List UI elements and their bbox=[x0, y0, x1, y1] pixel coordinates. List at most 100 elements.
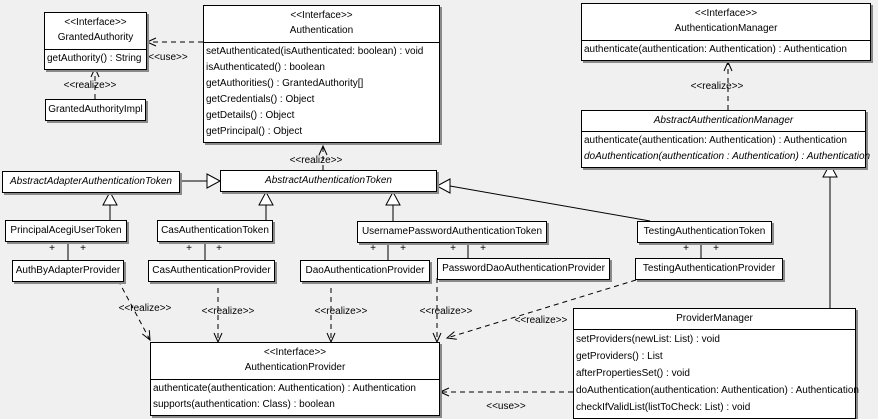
edge-label: <<realize>> bbox=[420, 306, 473, 317]
method-row: setProviders(newList: List) : void bbox=[576, 334, 720, 345]
association-plus: + bbox=[683, 243, 689, 254]
realize-edge-daoprovider[interactable]: <<realize>> bbox=[315, 279, 368, 344]
method-row: authenticate(authentication: Authenticat… bbox=[584, 135, 847, 146]
class-title: ProviderManager bbox=[574, 309, 855, 330]
class-title: TestingAuthenticationToken bbox=[638, 222, 771, 242]
association-usernamepasswordtoken-daoprovider[interactable]: + + bbox=[370, 240, 406, 260]
class-title: CasAuthenticationToken bbox=[158, 221, 272, 241]
class-authentication[interactable]: <<Interface>> Authentication setAuthenti… bbox=[203, 5, 440, 143]
class-name: CasAuthenticationToken bbox=[161, 225, 269, 236]
class-abstract-authentication-token[interactable]: AbstractAuthenticationToken bbox=[220, 170, 437, 192]
open-arrow-icon bbox=[213, 332, 223, 344]
edge-label: <<realize>> bbox=[315, 306, 368, 317]
hollow-triangle-icon bbox=[435, 178, 451, 194]
class-abstract-authentication-manager[interactable]: AbstractAuthenticationManager authentica… bbox=[581, 110, 871, 168]
method-row: getCredentials() : Object bbox=[206, 94, 315, 105]
realize-edge-abstractauthmanager-to-authmanager[interactable]: <<realize>> bbox=[691, 60, 744, 110]
class-username-password-authentication-token[interactable]: UsernamePasswordAuthenticationToken bbox=[357, 221, 547, 243]
class-granted-authority[interactable]: <<Interface>> GrantedAuthority getAuthor… bbox=[44, 12, 147, 70]
generalization-castoken[interactable] bbox=[258, 190, 274, 220]
open-arrow-icon bbox=[141, 330, 151, 342]
class-dao-authentication-provider[interactable]: DaoAuthenticationProvider bbox=[300, 260, 430, 282]
class-title: AuthByAdapterProvider bbox=[13, 261, 123, 281]
class-name: AbstractAdapterAuthenticationToken bbox=[10, 176, 172, 187]
class-title: <<Interface>> AuthenticationProvider bbox=[151, 343, 439, 380]
class-name: DaoAuthenticationProvider bbox=[305, 265, 425, 276]
association-plus: + bbox=[80, 243, 86, 254]
class-cas-authentication-provider[interactable]: CasAuthenticationProvider bbox=[148, 260, 275, 282]
method-row: getPrincipal() : Object bbox=[206, 126, 303, 137]
class-principal-acegi-user-token[interactable]: PrincipalAcegiUserToken bbox=[5, 220, 127, 242]
generalization-providermanager-to-abstractauthmanager[interactable] bbox=[822, 162, 838, 308]
edge-label: <<realize>> bbox=[515, 315, 568, 326]
method-row: authenticate(authentication: Authenticat… bbox=[584, 44, 847, 55]
open-arrow-icon bbox=[432, 332, 442, 344]
use-edge-authentication-to-grantedauthority[interactable]: <<use>> bbox=[145, 37, 203, 63]
methods-compartment: setAuthenticated(isAuthenticated: boolea… bbox=[204, 43, 439, 142]
class-name: CasAuthenticationProvider bbox=[152, 265, 271, 276]
generalization-usernamepasswordtoken[interactable] bbox=[385, 190, 401, 221]
class-authentication-manager[interactable]: <<Interface>> AuthenticationManager auth… bbox=[581, 3, 871, 61]
methods-compartment: setProviders(newList: List) : void getPr… bbox=[574, 330, 859, 418]
association-plus: + bbox=[186, 243, 192, 254]
class-testing-authentication-token[interactable]: TestingAuthenticationToken bbox=[637, 221, 772, 243]
open-arrow-icon bbox=[438, 387, 450, 397]
class-abstract-adapter-authentication-token[interactable]: AbstractAdapterAuthenticationToken bbox=[2, 171, 180, 193]
class-title: <<Interface>> Authentication bbox=[204, 6, 439, 43]
association-castoken-casprovider[interactable]: + + bbox=[186, 239, 222, 260]
method-row: checkIfValidList(listToCheck: List) : vo… bbox=[576, 402, 751, 413]
generalization-principalacegiusertoken[interactable] bbox=[102, 190, 118, 220]
association-plus: + bbox=[49, 243, 55, 254]
generalization-abstractadapter-to-abstracttoken[interactable] bbox=[180, 173, 222, 189]
use-edge-providermanager-to-authenticationprovider[interactable]: <<use>> bbox=[438, 387, 573, 412]
methods-compartment: authenticate(authentication: Authenticat… bbox=[582, 132, 871, 167]
hollow-triangle-icon bbox=[206, 173, 222, 189]
association-plus: + bbox=[400, 243, 406, 254]
edge-label: <<realize>> bbox=[290, 155, 343, 166]
method-row: authenticate(authentication: Authenticat… bbox=[153, 383, 416, 394]
class-testing-authentication-provider[interactable]: TestingAuthenticationProvider bbox=[635, 258, 783, 280]
class-auth-by-adapter-provider[interactable]: AuthByAdapterProvider bbox=[12, 260, 124, 282]
edge-label: <<use>> bbox=[486, 401, 526, 412]
edge-label: <<realize>> bbox=[119, 303, 172, 314]
open-arrow-icon bbox=[445, 331, 457, 340]
class-title: AbstractAuthenticationToken bbox=[221, 171, 436, 191]
edge-label: <<use>> bbox=[148, 52, 188, 63]
class-authentication-provider[interactable]: <<Interface>> AuthenticationProvider aut… bbox=[150, 342, 440, 416]
class-title: <<Interface>> AuthenticationManager bbox=[582, 4, 870, 41]
class-provider-manager[interactable]: ProviderManager setProviders(newList: Li… bbox=[573, 308, 859, 419]
realize-edge-grantedauthorityimpl[interactable]: <<realize>> bbox=[64, 66, 117, 99]
stereotype-label: <<Interface>> bbox=[64, 17, 127, 28]
class-name: Authentication bbox=[289, 25, 354, 36]
class-name: TestingAuthenticationProvider bbox=[642, 263, 776, 274]
open-arrow-icon bbox=[326, 332, 336, 344]
realize-edge-passworddaoprovider[interactable]: <<realize>> bbox=[420, 278, 473, 344]
realize-edge-abstracttoken-to-authentication[interactable]: <<realize>> bbox=[290, 144, 343, 170]
association-plus: + bbox=[713, 243, 719, 254]
realize-edge-casprovider[interactable]: <<realize>> bbox=[202, 279, 255, 344]
class-password-dao-authentication-provider[interactable]: PasswordDaoAuthenticationProvider bbox=[437, 258, 610, 280]
method-row: supports(authentication: Class) : boolea… bbox=[153, 399, 335, 410]
class-cas-authentication-token[interactable]: CasAuthenticationToken bbox=[157, 220, 273, 242]
class-name: AbstractAuthenticationManager bbox=[653, 115, 794, 126]
method-row: getProviders() : List bbox=[576, 351, 663, 362]
association-principalacegiusertoken-authbyadapterprovider[interactable]: + + bbox=[49, 239, 86, 260]
class-granted-authority-impl[interactable]: GrantedAuthorityImpl bbox=[45, 99, 146, 121]
method-row: afterPropertiesSet() : void bbox=[576, 368, 690, 379]
stereotype-label: <<Interface>> bbox=[263, 347, 327, 358]
methods-compartment: authenticate(authentication: Authenticat… bbox=[151, 380, 439, 415]
methods-compartment: authenticate(authentication: Authenticat… bbox=[582, 41, 870, 60]
realize-edge-authbyadapterprovider[interactable]: <<realize>> bbox=[117, 279, 172, 342]
class-title: PasswordDaoAuthenticationProvider bbox=[438, 259, 609, 279]
hollow-triangle-icon bbox=[385, 190, 401, 206]
class-name: AuthenticationProvider bbox=[244, 362, 346, 373]
class-title: UsernamePasswordAuthenticationToken bbox=[358, 222, 546, 242]
hollow-triangle-icon bbox=[258, 190, 274, 206]
class-title: AbstractAuthenticationManager bbox=[582, 111, 865, 132]
method-row: doAuthentication(authentication : Authen… bbox=[584, 151, 871, 162]
class-name: ProviderManager bbox=[676, 313, 753, 324]
method-row: isAuthenticated() : boolean bbox=[206, 62, 325, 73]
edge-label: <<realize>> bbox=[691, 81, 744, 92]
class-name: UsernamePasswordAuthenticationToken bbox=[361, 226, 543, 237]
generalization-testingtoken[interactable] bbox=[435, 178, 651, 222]
